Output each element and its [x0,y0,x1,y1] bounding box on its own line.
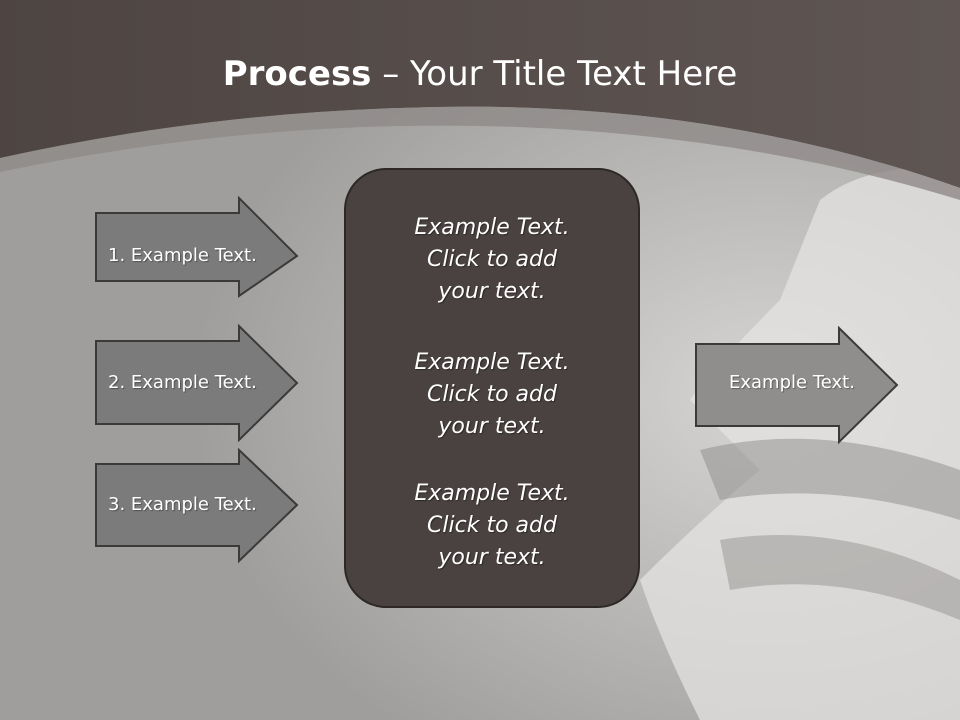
center-text-line: your text. [438,414,546,439]
center-text-line: Click to add [427,513,557,538]
slide-title: Process – Your Title Text Here [0,52,960,96]
arrow-3-label: 3. Example Text. [108,494,257,515]
title-rest: – Your Title Text Here [371,54,738,94]
center-text-block-3: Example Text. Click to add your text. [344,478,640,574]
right-arrow-shape [695,326,899,445]
header-band [0,0,960,188]
center-text-line: Click to add [427,247,557,272]
right-arrow-label: Example Text. [729,372,855,393]
hand-finger-shadow [720,535,960,620]
header-curve-highlight [0,106,960,200]
center-text-line: your text. [438,545,546,570]
arrow-3-shape [95,448,299,564]
center-text-line: Example Text. [414,481,570,506]
arrow-2-label: 2. Example Text. [108,372,257,393]
hand-finger-shadow [700,438,960,520]
arrow-1-shape [95,196,299,298]
center-text-block-2: Example Text. Click to add your text. [344,347,640,443]
center-text-line: Example Text. [414,215,570,240]
title-bold: Process [222,54,372,94]
center-text-line: Example Text. [414,350,570,375]
arrow-2-shape [95,324,299,442]
center-content-box [344,168,640,608]
center-text-block-1: Example Text. Click to add your text. [344,212,640,308]
arrow-1-label: 1. Example Text. [108,245,257,266]
center-text-line: your text. [438,279,546,304]
center-text-line: Click to add [427,382,557,407]
